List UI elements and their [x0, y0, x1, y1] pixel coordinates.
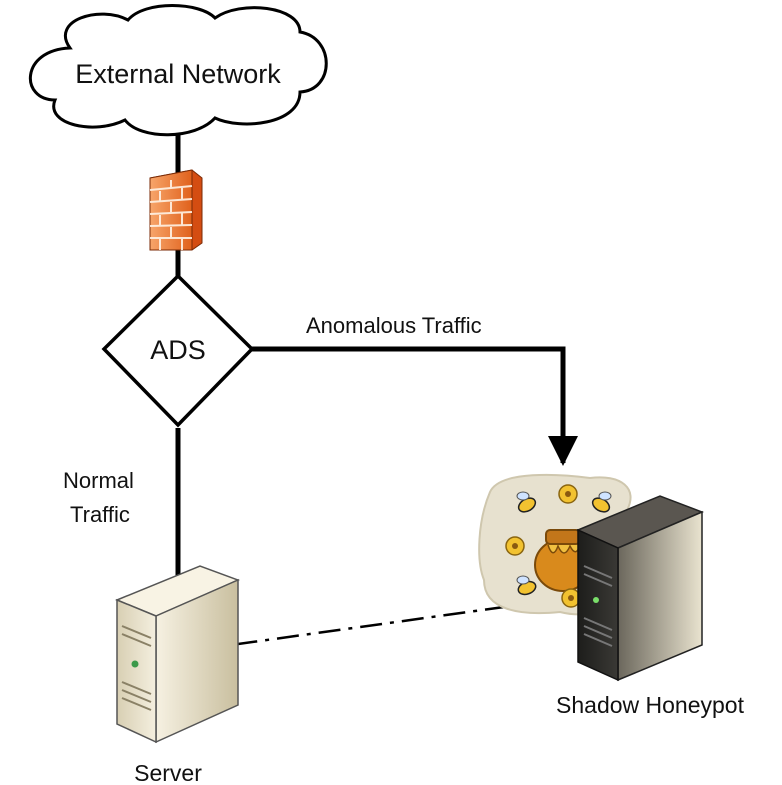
shadow-honeypot-server-icon: [576, 495, 704, 682]
shadow-honeypot-label: Shadow Honeypot: [556, 692, 745, 718]
bee-icon: [516, 491, 537, 513]
normal-traffic-label-line2: Traffic: [70, 502, 130, 527]
honeypot-to-server-dashdot: [193, 593, 591, 656]
ads-decision-node: ADS: [101, 273, 255, 428]
external-network-cloud: External Network: [29, 4, 328, 137]
bee-icon: [516, 575, 537, 596]
anomalous-traffic-arrow: [252, 346, 578, 466]
cloud-label: External Network: [75, 59, 281, 89]
normal-traffic-label-line1: Normal: [63, 468, 134, 493]
server-label: Server: [134, 760, 202, 785]
anomalous-traffic-label: Anomalous Traffic: [306, 313, 482, 338]
server-tower-icon: [115, 565, 241, 744]
firewall-icon: [149, 169, 203, 251]
bee-icon: [591, 491, 612, 513]
ads-label: ADS: [150, 335, 206, 365]
